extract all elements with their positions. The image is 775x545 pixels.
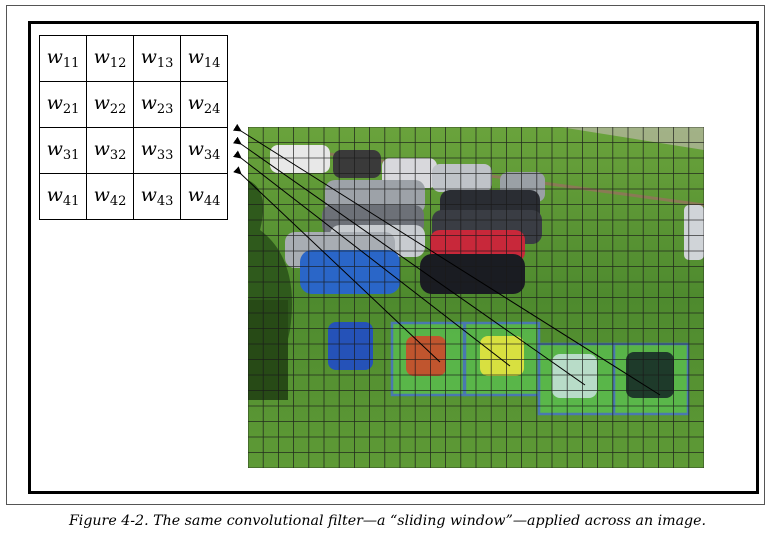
connector-arrows	[232, 123, 661, 396]
car	[552, 354, 597, 398]
weight-subscript: 23	[156, 102, 174, 117]
weight-subscript: 34	[203, 148, 221, 163]
weight-symbol: w	[93, 46, 110, 68]
weight-subscript: 11	[62, 56, 80, 71]
weight-cell: w34	[180, 127, 228, 174]
weight-subscript: 42	[109, 194, 127, 209]
weight-symbol: w	[46, 138, 63, 160]
weight-subscript: 13	[156, 56, 174, 71]
car	[406, 336, 446, 376]
car	[333, 150, 381, 178]
weight-subscript: 24	[203, 102, 221, 117]
weight-symbol: w	[46, 184, 63, 206]
car	[684, 205, 704, 260]
parked-cars	[270, 145, 704, 370]
weight-symbol: w	[93, 92, 110, 114]
weight-symbol: w	[46, 92, 63, 114]
weight-cell: w11	[39, 35, 87, 82]
weight-symbol: w	[93, 138, 110, 160]
car	[270, 145, 330, 173]
weight-symbol: w	[140, 92, 157, 114]
weight-symbol: w	[140, 138, 157, 160]
arrow	[233, 166, 441, 363]
weight-cell: w13	[133, 35, 181, 82]
weight-cell: w22	[86, 81, 134, 128]
weight-cell: w24	[180, 81, 228, 128]
arrow	[233, 150, 511, 367]
pixel-grid	[248, 127, 704, 468]
figure-inner-frame	[28, 21, 759, 494]
weight-subscript: 22	[109, 102, 127, 117]
weight-cell: w44	[180, 173, 228, 220]
arrow	[232, 136, 586, 386]
weight-symbol: w	[187, 184, 204, 206]
weight-subscript: 14	[203, 56, 221, 71]
weight-symbol: w	[140, 46, 157, 68]
weight-subscript: 43	[156, 194, 174, 209]
weight-subscript: 32	[109, 148, 127, 163]
weight-cell: w33	[133, 127, 181, 174]
weight-symbol: w	[187, 46, 204, 68]
weight-cell: w43	[133, 173, 181, 220]
car	[432, 164, 492, 192]
weight-symbol: w	[93, 184, 110, 206]
car	[328, 322, 373, 370]
weight-subscript: 44	[203, 194, 221, 209]
figure-outer-frame	[6, 5, 765, 505]
weight-subscript: 31	[62, 148, 80, 163]
weight-subscript: 33	[156, 148, 174, 163]
figure-caption: Figure 4-2. The same convolutional filte…	[68, 513, 707, 529]
weight-cell: w41	[39, 173, 87, 220]
weight-cell: w21	[39, 81, 87, 128]
weight-symbol: w	[140, 184, 157, 206]
car	[480, 336, 524, 376]
weight-subscript: 21	[62, 102, 80, 117]
arrow	[232, 123, 661, 396]
car	[420, 254, 525, 294]
highlight-windows	[390, 321, 690, 416]
gravel-path	[560, 127, 704, 150]
weight-subscript: 41	[62, 194, 80, 209]
weight-subscript: 12	[109, 56, 127, 71]
weight-symbol: w	[187, 92, 204, 114]
weight-cell: w14	[180, 35, 228, 82]
weight-symbol: w	[46, 46, 63, 68]
weight-symbol: w	[187, 138, 204, 160]
